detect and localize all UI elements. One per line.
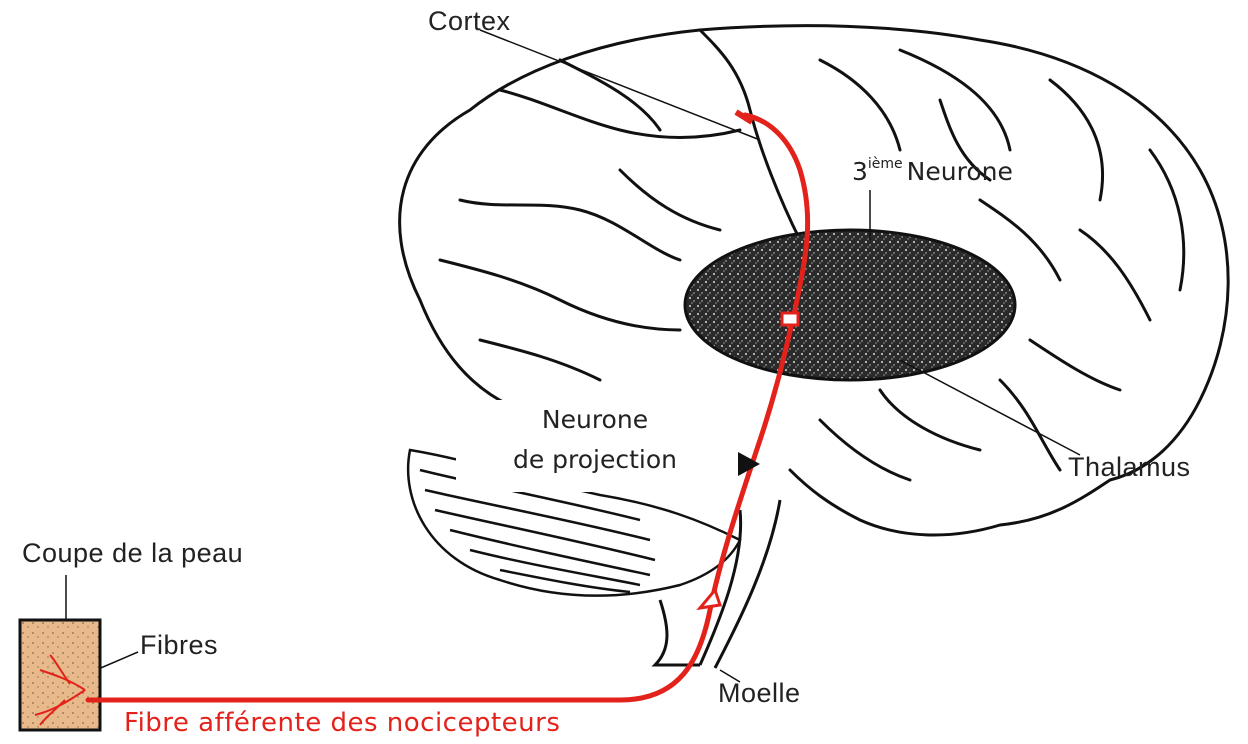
spinal-cord-label: Moelle (718, 678, 801, 709)
synapse-marker-thalamus (782, 313, 798, 325)
thalamus (685, 230, 1015, 380)
third-neuron-word: Neurone (907, 157, 1013, 186)
projection-neuron-box: Neurone de projection (456, 400, 734, 492)
thalamus-label: Thalamus (1068, 452, 1191, 483)
third-neuron-number: 3 (852, 157, 868, 186)
skin-section (20, 620, 100, 730)
skin-section-label: Coupe de la peau (22, 538, 243, 569)
projection-line-2: de projection (456, 440, 734, 480)
third-neuron-suffix: ième (868, 156, 903, 172)
afferent-fibre-label: Fibre afférente des nocicepteurs (124, 708, 560, 738)
cortex-label: Cortex (428, 6, 511, 37)
fibres-label: Fibres (140, 630, 218, 661)
projection-line-1: Neurone (456, 400, 734, 440)
synapse-marker-cord (700, 590, 720, 608)
